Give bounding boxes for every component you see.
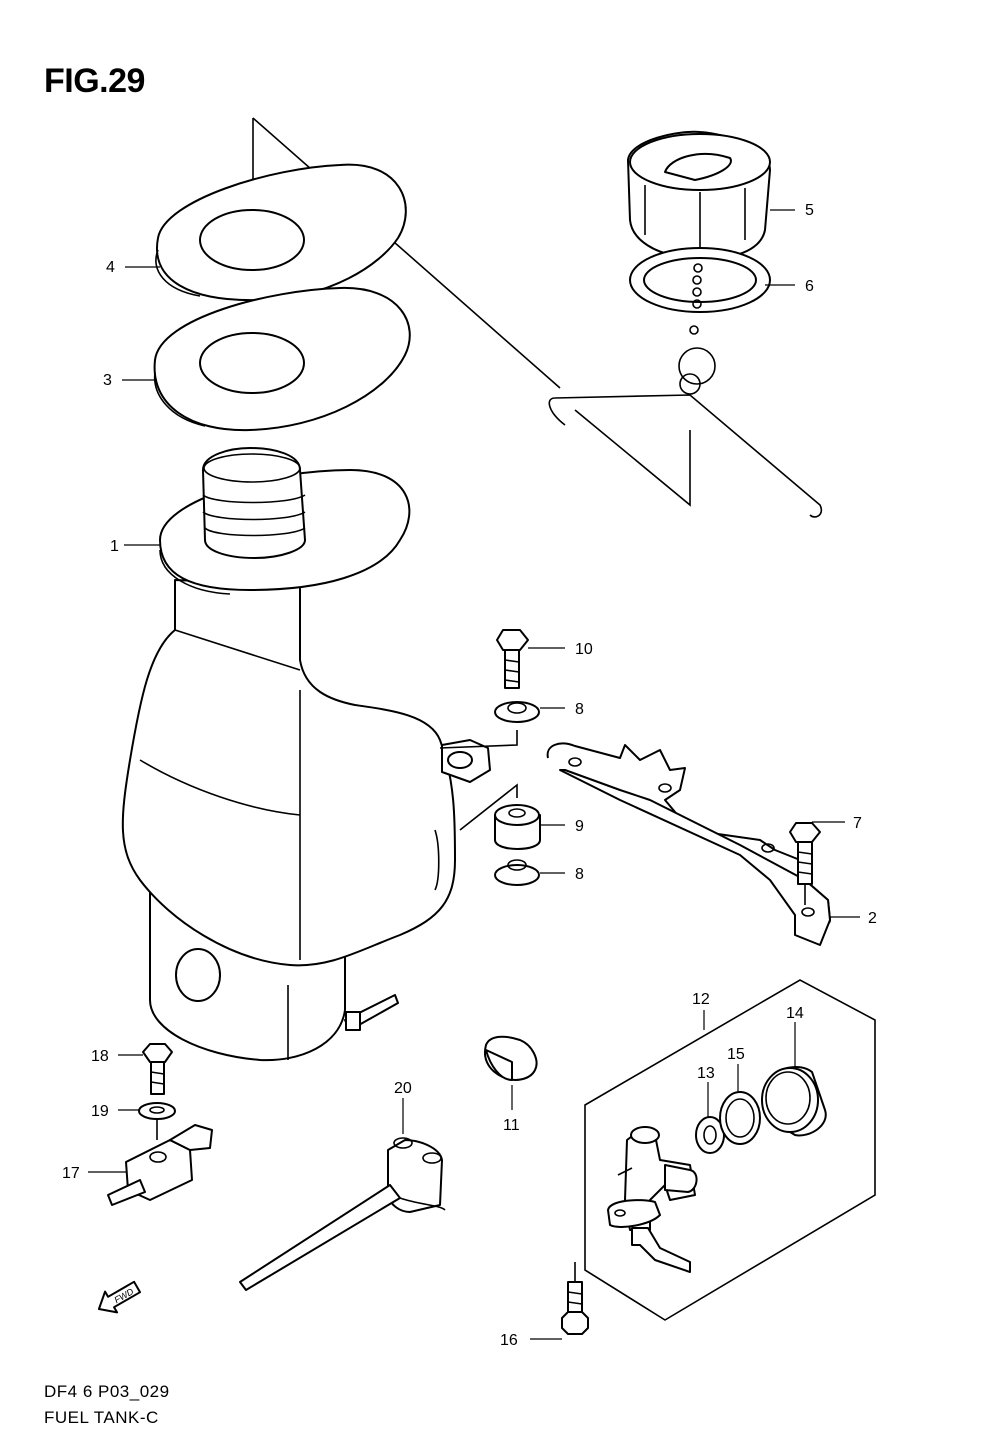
callout-18: 18 — [91, 1048, 109, 1065]
footer-code: DF4 6 P03_029 — [44, 1382, 170, 1401]
fuel-cock-assembly — [584, 979, 876, 1321]
lever-20 — [239, 1137, 446, 1291]
rubber-grommet-9 — [494, 804, 541, 850]
gasket-plate-lower — [153, 286, 411, 432]
fuel-tank-body — [121, 447, 491, 1062]
fuel-cap — [627, 130, 771, 261]
callout-17: 17 — [62, 1165, 80, 1182]
callout-13: 13 — [697, 1065, 715, 1082]
callout-8-lower: 8 — [575, 866, 584, 883]
callout-20: 20 — [394, 1080, 412, 1097]
mount-guide-line — [439, 730, 518, 749]
callout-labels: 4 3 1 5 6 10 8 9 8 7 2 11 12 13 15 14 16… — [62, 202, 877, 1349]
callout-19: 19 — [91, 1103, 109, 1120]
knob-11 — [484, 1035, 538, 1081]
callout-16: 16 — [500, 1332, 518, 1349]
cap-gasket — [548, 247, 823, 518]
bracket-bolt-7 — [789, 822, 821, 905]
fuel-fitting-17 — [107, 1120, 213, 1206]
tank-bracket — [546, 742, 831, 946]
callout-1: 1 — [110, 538, 119, 555]
gasket-15 — [719, 1091, 761, 1145]
callout-9: 9 — [575, 818, 584, 835]
washer-8-lower — [494, 859, 540, 886]
screw-16 — [561, 1262, 589, 1335]
callout-15: 15 — [727, 1046, 745, 1063]
footer-name: FUEL TANK-C — [44, 1408, 159, 1427]
callout-8-upper: 8 — [575, 701, 584, 718]
callout-3: 3 — [103, 372, 112, 389]
filter-cup-14 — [761, 1065, 827, 1137]
callout-12: 12 — [692, 991, 710, 1008]
callout-6: 6 — [805, 278, 814, 295]
figure-title: FIG.29 — [44, 62, 145, 100]
gasket-plate-upper — [155, 163, 407, 302]
washer-19 — [138, 1102, 176, 1120]
washer-8-upper — [494, 701, 540, 723]
bolt-18 — [142, 1043, 173, 1095]
callout-11: 11 — [503, 1117, 520, 1134]
fuel-cock-body — [607, 1126, 698, 1273]
callout-leaders — [88, 209, 860, 1340]
retainer-chain — [678, 263, 716, 395]
fwd-arrow-icon: FWD — [97, 1280, 142, 1314]
callout-14: 14 — [786, 1005, 804, 1022]
mount-bolt-10 — [496, 629, 529, 689]
callout-10: 10 — [575, 641, 593, 658]
callout-7: 7 — [853, 815, 862, 832]
mount-guide-line-2 — [459, 783, 518, 831]
callout-4: 4 — [106, 259, 115, 276]
callout-5: 5 — [805, 202, 814, 219]
callout-2: 2 — [868, 910, 877, 927]
